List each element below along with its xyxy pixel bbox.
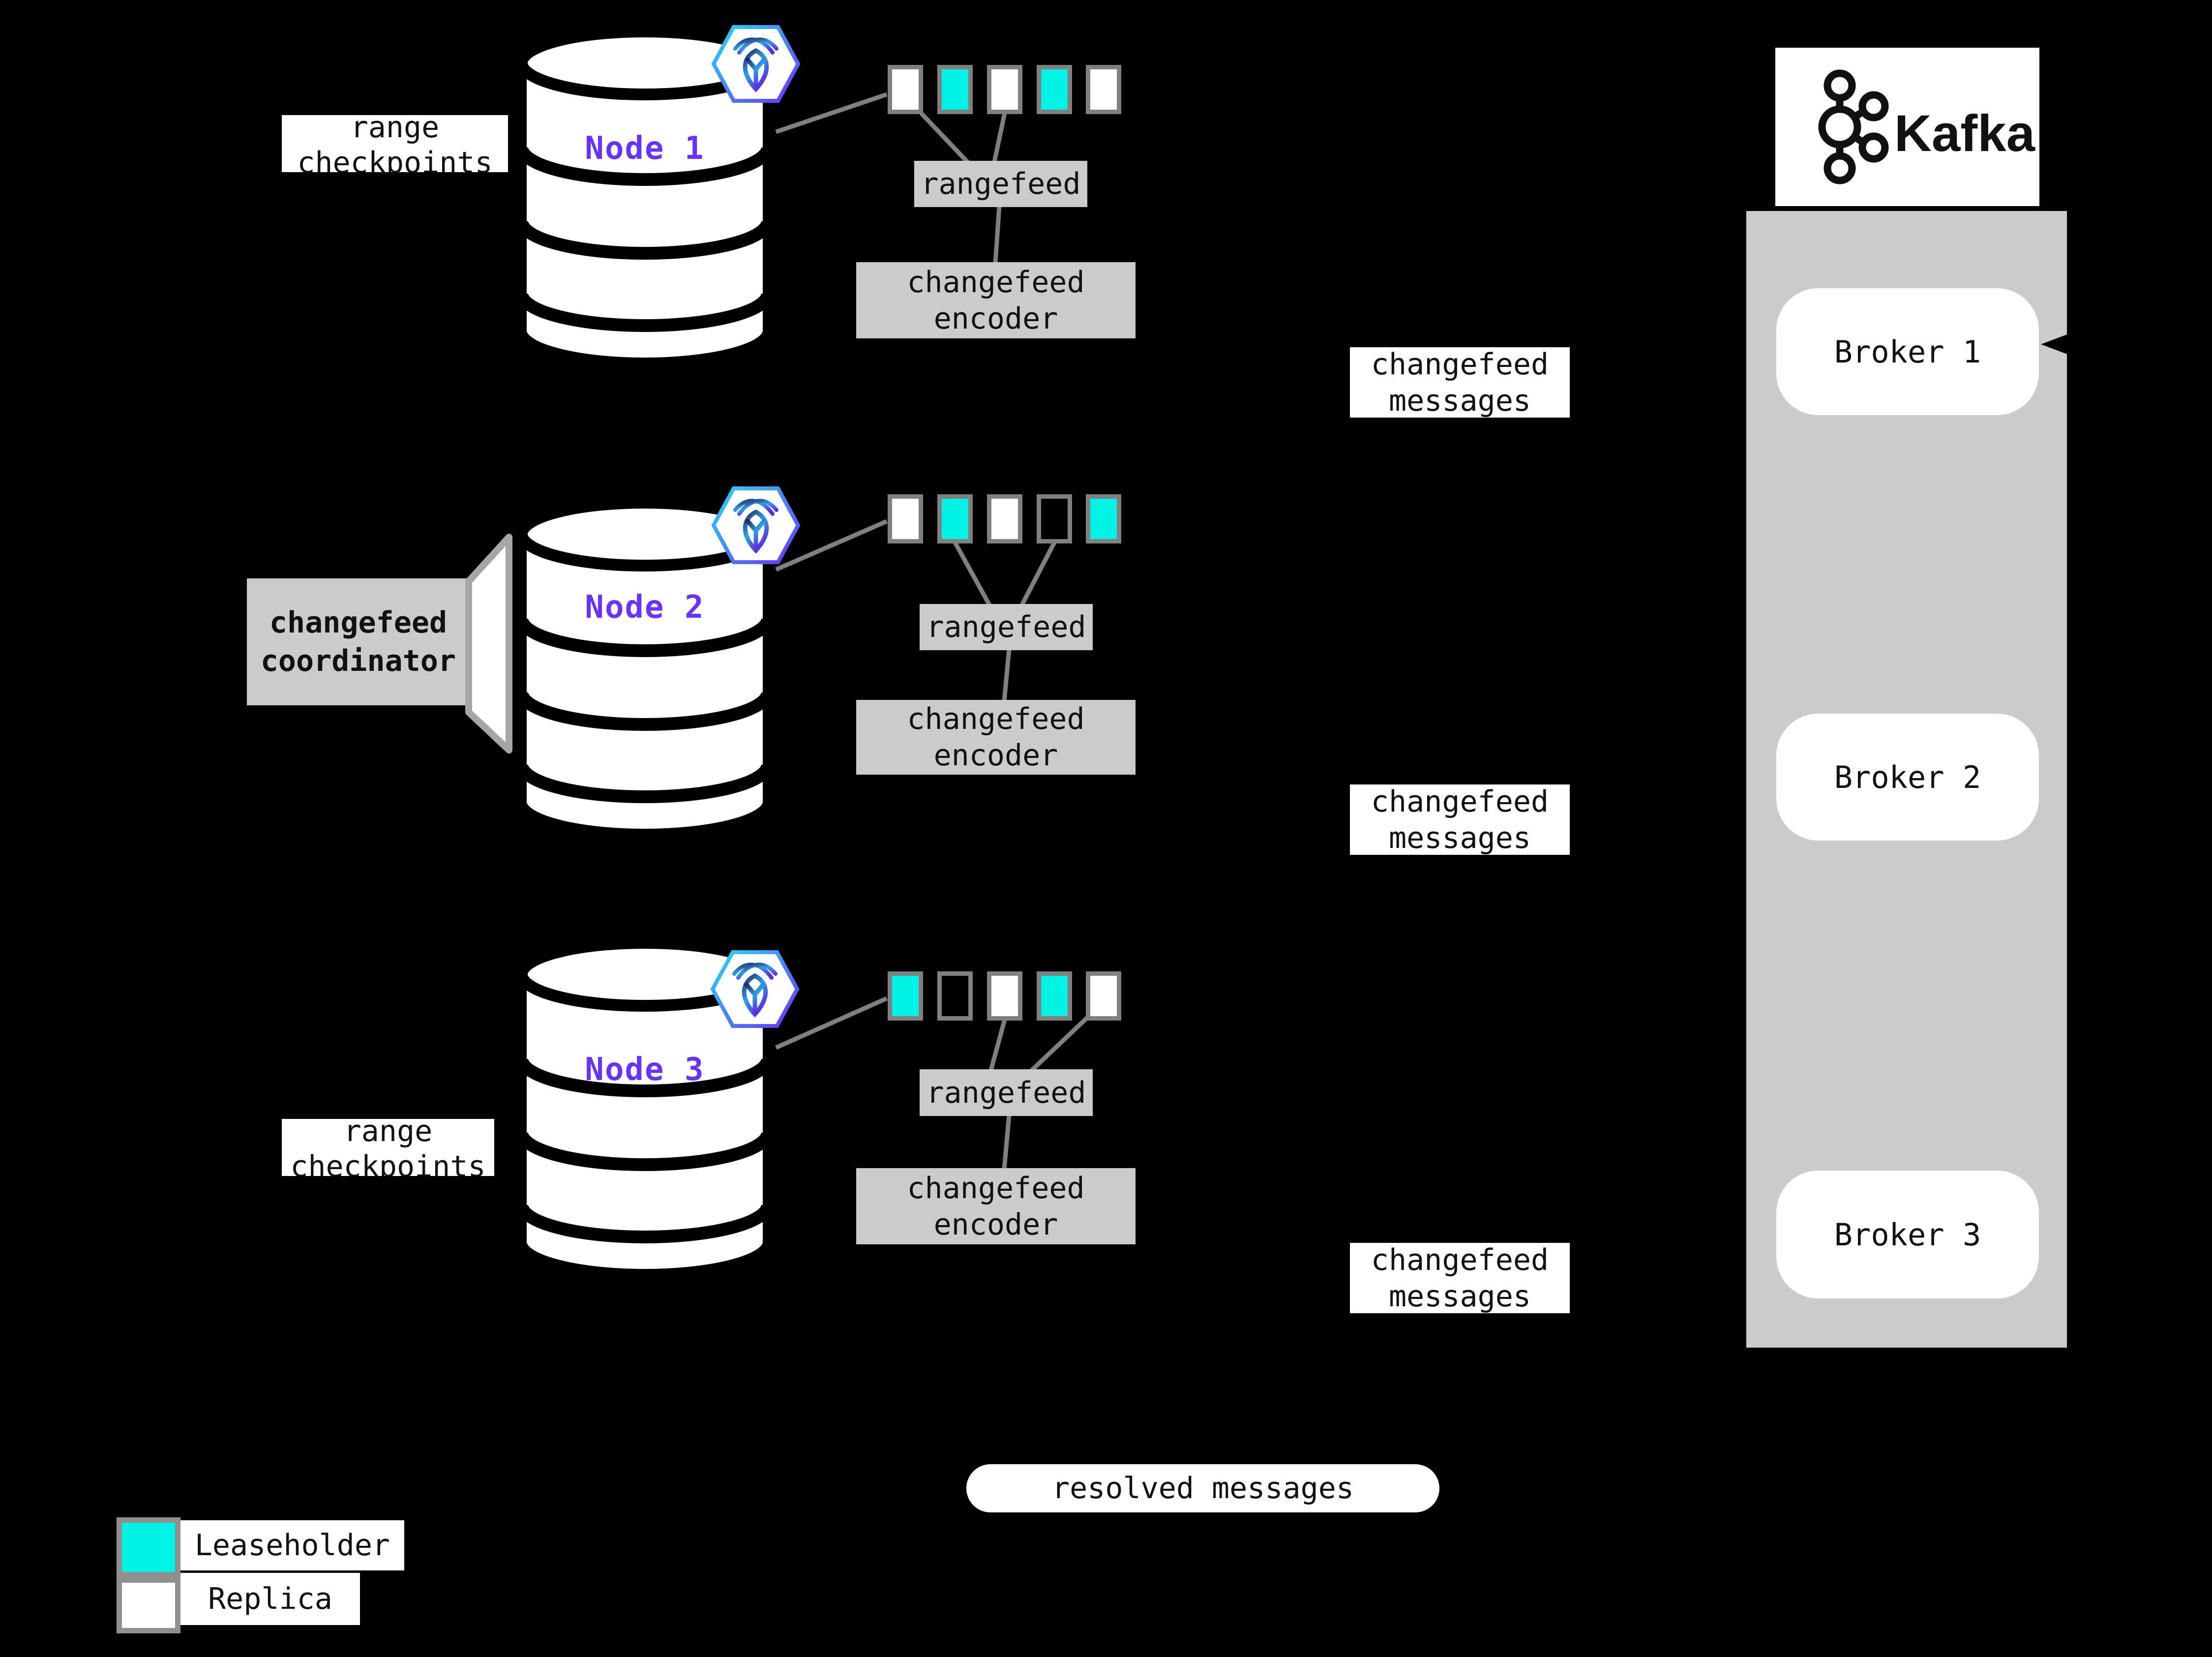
rangefeed-label: rangefeed xyxy=(921,167,1081,201)
resolved-messages-pill: resolved messages xyxy=(966,1464,1439,1512)
changefeed-messages-label-1: changefeed messages xyxy=(1350,347,1570,418)
messages-line2: messages xyxy=(1389,383,1531,418)
node-3-label: Node 3 xyxy=(585,1052,705,1088)
changefeed-coordinator-box: changefeed coordinator xyxy=(247,578,470,705)
coordinator-line1: changefeed xyxy=(269,605,448,640)
node-2-range-2 xyxy=(937,494,973,543)
node-3-range-1 xyxy=(888,971,923,1021)
changefeed-encoder-box-1: changefeed encoder xyxy=(856,262,1136,338)
broker-2: Broker 2 xyxy=(1776,714,2039,841)
message-arrowhead xyxy=(2041,332,2072,356)
encoder-line1: changefeed xyxy=(907,702,1085,736)
legend-leaseholder-text: Leaseholder xyxy=(194,1528,390,1563)
legend-replica-label: Replica xyxy=(180,1573,360,1625)
legend-replica-text: Replica xyxy=(208,1582,332,1616)
broker-3: Broker 3 xyxy=(1776,1171,2039,1298)
rangefeed-box-1: rangefeed xyxy=(914,161,1087,207)
node-1-range-3 xyxy=(987,65,1022,114)
node-1-label: Node 1 xyxy=(585,130,705,167)
broker-3-label: Broker 3 xyxy=(1834,1216,1981,1253)
broker-1-label: Broker 1 xyxy=(1834,333,1981,370)
range-checkpoints-label-1: range checkpoints xyxy=(282,115,508,172)
node-3-range-4 xyxy=(1037,971,1072,1021)
encoder-line2: encoder xyxy=(933,1207,1058,1242)
messages-line2: messages xyxy=(1389,820,1531,855)
changefeed-messages-label-2: changefeed messages xyxy=(1350,784,1570,855)
messages-line1: changefeed xyxy=(1371,1242,1549,1277)
coordinator-flag-shape xyxy=(465,534,512,753)
rangefeed-label: rangefeed xyxy=(926,610,1086,644)
broker-1: Broker 1 xyxy=(1776,288,2039,415)
changefeed-messages-label-3: changefeed messages xyxy=(1350,1242,1570,1314)
resolved-messages-label: resolved messages xyxy=(1051,1471,1354,1506)
node-2-label: Node 2 xyxy=(585,589,705,626)
kafka-title: Kafka xyxy=(1894,105,2035,162)
encoder-line2: encoder xyxy=(933,738,1058,773)
range-checkpoints-line2: checkpoints xyxy=(297,146,493,172)
node-1-connectors xyxy=(775,92,1007,264)
coordinator-line2: coordinator xyxy=(260,644,456,678)
encoder-line1: changefeed xyxy=(907,1171,1085,1205)
node-3-range-5 xyxy=(1086,971,1121,1021)
rangefeed-box-3: rangefeed xyxy=(920,1069,1093,1116)
legend-leaseholder-swatch xyxy=(117,1517,180,1577)
encoder-line1: changefeed xyxy=(907,265,1085,300)
node-3-range-2 xyxy=(937,971,973,1021)
cockroachdb-icon xyxy=(713,952,797,1026)
messages-line2: messages xyxy=(1389,1279,1531,1314)
rangefeed-label: rangefeed xyxy=(926,1075,1086,1110)
legend-replica-swatch xyxy=(117,1577,180,1633)
node-3-range-3 xyxy=(987,971,1022,1021)
changefeed-encoder-box-3: changefeed encoder xyxy=(856,1168,1136,1244)
encoder-line2: encoder xyxy=(933,301,1058,336)
rangefeed-box-2: rangefeed xyxy=(920,604,1093,650)
range-checkpoints-line1: range xyxy=(350,115,440,145)
node-1-range-4 xyxy=(1037,65,1072,114)
messages-line1: changefeed xyxy=(1371,784,1549,819)
cockroachdb-icon xyxy=(714,488,798,562)
node-1-range-2 xyxy=(937,65,973,114)
range-checkpoints-line2: checkpoints xyxy=(290,1149,486,1176)
broker-2-label: Broker 2 xyxy=(1834,759,1981,795)
node-2-range-1 xyxy=(888,494,923,543)
node-1-range-1 xyxy=(888,65,923,114)
legend-leaseholder-label: Leaseholder xyxy=(180,1520,404,1570)
cockroachdb-icon xyxy=(714,27,798,101)
node-1-range-5 xyxy=(1086,65,1121,114)
node-3-connectors xyxy=(775,996,1090,1170)
node-2-range-4 xyxy=(1037,494,1072,543)
kafka-logo-icon xyxy=(1818,69,1889,184)
node-2-connectors xyxy=(775,519,1056,701)
node-2-range-5 xyxy=(1086,494,1121,543)
node-2-range-3 xyxy=(987,494,1022,543)
range-checkpoints-label-2: range checkpoints xyxy=(282,1119,494,1176)
messages-line1: changefeed xyxy=(1371,347,1549,382)
range-checkpoints-line1: range xyxy=(343,1119,433,1148)
changefeed-encoder-box-2: changefeed encoder xyxy=(856,700,1136,775)
